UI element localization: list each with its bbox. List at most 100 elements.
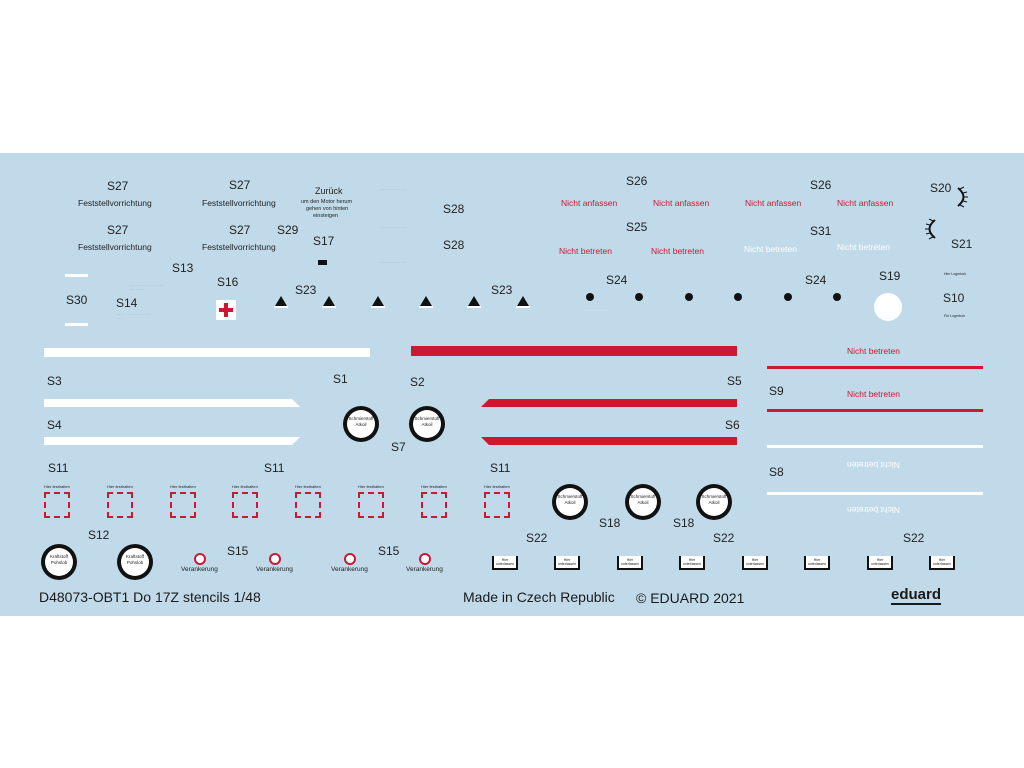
black-dot-marker — [734, 293, 742, 301]
red-dashed-square — [358, 492, 384, 518]
black-dot-marker — [685, 293, 693, 301]
fuel-cap-label: Schmierstoff Atkoil — [347, 410, 375, 438]
red-dashed-square — [484, 492, 510, 518]
label-s27: S27 — [229, 178, 251, 192]
red-wedge-stripe — [481, 396, 737, 408]
stencil-nicht-anfassen: Nicht anfassen — [653, 198, 710, 208]
bracket-marking: Hier unterlassen — [617, 556, 643, 570]
stencil-feststell: Feststellvorrichtung — [78, 242, 152, 252]
label-s27: S27 — [107, 179, 129, 193]
stencil-hier-unterlassen: Hier unterlassen — [870, 558, 890, 566]
label-s14: S14 — [116, 296, 138, 310]
s30-line — [65, 274, 88, 277]
bracket-marking: Hier unterlassen — [554, 556, 580, 570]
red-dashed-square — [295, 492, 321, 518]
label-s15: S15 — [227, 544, 249, 558]
micro-stencil: Hier Logerboh — [944, 272, 966, 277]
bracket-marking: Hier unterlassen — [804, 556, 830, 570]
micro-stencil: · · · · · · · · · · · · — [380, 188, 405, 192]
label-s25: S25 — [626, 220, 648, 234]
label-s28: S28 — [443, 238, 465, 252]
gauge-arc-icon — [922, 218, 938, 240]
fuel-cap-marking: Schmierstoff Atkoil — [696, 484, 732, 520]
label-s11: S11 — [264, 461, 285, 475]
label-s24: S24 — [606, 273, 628, 287]
label-s30: S30 — [66, 293, 88, 307]
stencil-hier-festhalten: Hier festhalten — [484, 484, 510, 489]
label-s27: S27 — [107, 223, 129, 237]
stencil-hier-unterlassen: Hier unterlassen — [745, 558, 765, 566]
red-wedge-stripe — [481, 434, 737, 446]
label-s22: S22 — [526, 531, 548, 545]
red-line — [767, 366, 983, 369]
kraftstoff-cap-marking: Kraftstoff Pohslob — [117, 544, 153, 580]
bracket-marking: Hier unterlassen — [867, 556, 893, 570]
label-s5: S5 — [727, 374, 742, 388]
red-dashed-square — [232, 492, 258, 518]
stencil-hier-logerboh: Hier Logerboh — [944, 272, 967, 276]
stencil-hier-unterlassen: Hier unterlassen — [557, 558, 577, 566]
s17-marking — [318, 260, 327, 265]
label-s2: S2 — [410, 375, 425, 389]
label-s10: S10 — [943, 291, 965, 305]
decal-sheet — [0, 153, 1024, 616]
bracket-marking: Hier unterlassen — [492, 556, 518, 570]
red-dashed-square — [107, 492, 133, 518]
label-s22: S22 — [713, 531, 735, 545]
red-dashed-square — [170, 492, 196, 518]
black-dot-marker — [833, 293, 841, 301]
stencil-hier-festhalten: Hier festhalten — [295, 484, 321, 489]
stencil-nicht-anfassen: Nicht anfassen — [837, 198, 894, 208]
gauge-arc-icon — [955, 186, 971, 208]
stencil-nicht-betreten: Nicht betreten — [559, 246, 612, 256]
s19-white-disc — [874, 293, 902, 321]
label-s6: S6 — [725, 418, 740, 432]
stencil-hier-festhalten: Hier festhalten — [44, 484, 70, 489]
label-s4: S4 — [47, 418, 62, 432]
label-s1: S1 — [333, 372, 348, 386]
triangle-base — [322, 306, 336, 308]
label-s27: S27 — [229, 223, 251, 237]
label-s7: S7 — [391, 440, 406, 454]
stencil-hier-unterlassen: Hier unterlassen — [682, 558, 702, 566]
label-s16: S16 — [217, 275, 239, 289]
label-s23: S23 — [491, 283, 513, 297]
warning-triangle-icon — [420, 296, 432, 306]
label-s26: S26 — [810, 178, 832, 192]
warning-triangle-icon — [468, 296, 480, 306]
stencil-feststell: Feststellvorrichtung — [202, 242, 276, 252]
white-line — [767, 445, 983, 448]
label-s22: S22 — [903, 531, 925, 545]
stencil-verankerung: Verankerung — [181, 566, 218, 573]
micro-stencil: · · · · · · · · · · · · — [380, 226, 405, 230]
label-s17: S17 — [313, 234, 335, 248]
warning-triangle-icon — [517, 296, 529, 306]
red-stripe — [411, 346, 737, 356]
label-s9: S9 — [769, 384, 784, 398]
stencil-nicht-anfassen: Nicht anfassen — [745, 198, 802, 208]
made-in-text: Made in Czech Republic — [463, 589, 615, 605]
micro-stencil: · · · · · · · · · · · · · · · ·· · · — [117, 313, 151, 321]
fuel-cap-label: Schmierstoff Atkoil — [700, 488, 728, 516]
label-s31: S31 — [810, 224, 832, 238]
fuel-cap-marking: Schmierstoff Atkoil — [625, 484, 661, 520]
stencil-zuruck-line: einsteigen — [313, 213, 339, 219]
stencil-hier-festhalten: Hier festhalten — [358, 484, 384, 489]
warning-triangle-icon — [275, 296, 287, 306]
stencil-hier-unterlassen: Hier unterlassen — [807, 558, 827, 566]
triangle-base — [516, 306, 530, 308]
fuel-cap-marking: Schmierstoff Atkoil — [552, 484, 588, 520]
bracket-marking: Hier unterlassen — [742, 556, 768, 570]
label-s28: S28 — [443, 202, 465, 216]
label-s21: S21 — [951, 237, 973, 251]
stencil-nicht-betreten: Nicht betreten — [847, 389, 900, 399]
kraftstoff-cap-marking: Kraftstoff Pohslob — [41, 544, 77, 580]
black-dot-marker — [784, 293, 792, 301]
label-s24: S24 — [805, 273, 827, 287]
stencil-hier-festhalten: Hier festhalten — [421, 484, 447, 489]
red-line — [767, 409, 983, 412]
stencil-zuruck-title: Zurück — [315, 186, 343, 196]
stencil-nicht-anfassen: Nicht anfassen — [561, 198, 618, 208]
stencil-verankerung: Verankerung — [256, 566, 293, 573]
red-dashed-square — [44, 492, 70, 518]
